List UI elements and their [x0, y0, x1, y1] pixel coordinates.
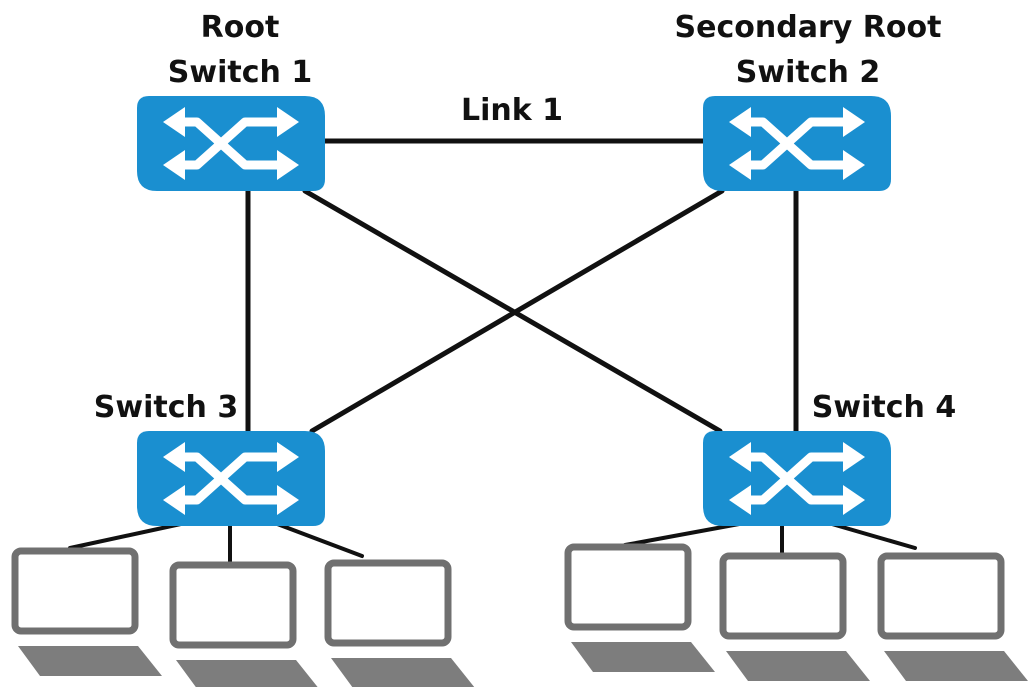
- switch-arrowhead: [163, 442, 185, 472]
- link-switch2-switch3: [309, 188, 725, 434]
- switch-box: [137, 431, 325, 526]
- link1-label: Link 1: [460, 93, 564, 128]
- switch2-label-line2: Switch 2: [735, 55, 881, 90]
- switch-arrow-path: [175, 117, 283, 170]
- switch-arrowhead: [843, 485, 865, 515]
- switch-arrowhead: [843, 150, 865, 180]
- laptop-screen: [11, 547, 139, 635]
- switch-box: [137, 96, 325, 191]
- laptop-base: [176, 660, 318, 687]
- switch2-label-line1: Secondary Root: [674, 10, 942, 45]
- laptop-icon-switch3-2: [169, 561, 318, 687]
- switch-arrow-path: [741, 117, 849, 170]
- switch-arrows-icon-switch3: [137, 431, 325, 526]
- switch-box: [703, 431, 891, 526]
- laptop-icon-switch4-3: [877, 552, 1028, 681]
- laptop-icon-switch3-3: [324, 559, 475, 687]
- laptop-screen: [877, 552, 1005, 640]
- laptop-icon-switch4-1: [564, 543, 715, 672]
- laptop-screen: [719, 552, 847, 640]
- switch-arrowhead: [163, 485, 185, 515]
- switch-arrowhead: [729, 485, 751, 515]
- laptop-icon-switch3-1: [11, 547, 162, 676]
- switch-arrowhead: [729, 442, 751, 472]
- switch-arrowhead: [729, 150, 751, 180]
- host-link-switch3-3: [270, 520, 364, 558]
- switch-box: [703, 96, 891, 191]
- switch-arrowhead: [843, 107, 865, 137]
- switch-arrowhead: [163, 150, 185, 180]
- laptop-screen: [169, 561, 297, 649]
- host-link-switch4-3: [823, 520, 917, 550]
- switch-arrows-icon-switch1: [137, 96, 325, 191]
- switch1-label-line1: Root: [200, 10, 280, 45]
- switch-arrows-icon-switch4: [703, 431, 891, 526]
- laptop-icon-switch4-2: [719, 552, 870, 681]
- switch3-label: Switch 3: [93, 390, 239, 425]
- laptop-screen: [324, 559, 452, 647]
- switch-arrowhead: [729, 107, 751, 137]
- switch4-label: Switch 4: [811, 390, 957, 425]
- switch-arrow-path: [741, 452, 849, 505]
- switch-arrowhead: [277, 442, 299, 472]
- laptop-base: [884, 651, 1028, 681]
- switch1-label-line2: Switch 1: [167, 55, 313, 90]
- switch-arrowhead: [277, 485, 299, 515]
- switch-arrow-path: [175, 452, 283, 505]
- host-link-switch3-1: [68, 520, 192, 550]
- laptop-base: [18, 646, 162, 676]
- laptop-base: [726, 651, 870, 681]
- switch-arrowhead: [277, 107, 299, 137]
- switch-arrowhead: [843, 442, 865, 472]
- laptop-base: [571, 642, 715, 672]
- switch-arrowhead: [277, 150, 299, 180]
- switch-arrows-icon-switch2: [703, 96, 891, 191]
- laptop-base: [331, 658, 475, 687]
- switch-arrowhead: [163, 107, 185, 137]
- laptop-screen: [564, 543, 692, 631]
